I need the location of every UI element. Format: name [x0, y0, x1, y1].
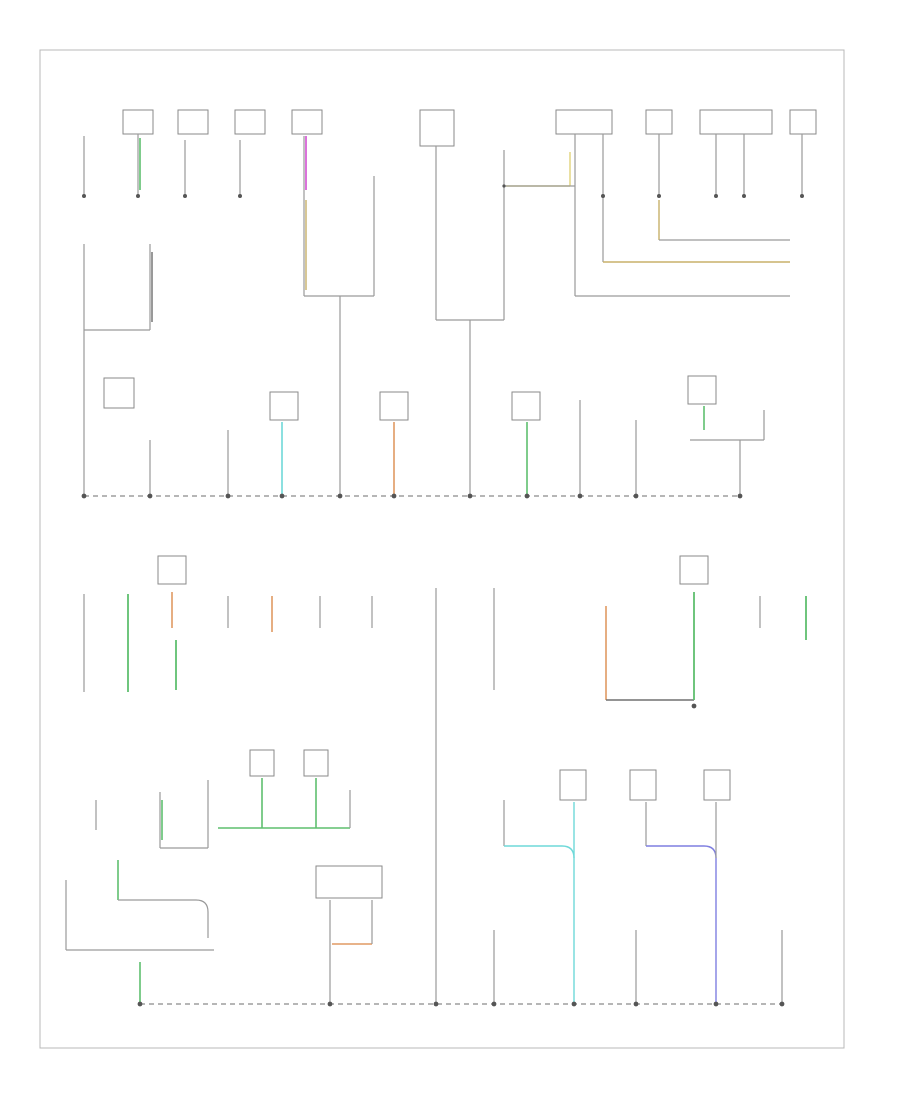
lower-middle-components: [157, 555, 709, 585]
lower-wires: [65, 778, 783, 1004]
component-box: [157, 555, 187, 585]
component-box: [629, 769, 657, 801]
component-box: [679, 555, 709, 585]
middle-components: [103, 375, 717, 421]
diagram-frame: [39, 49, 845, 1049]
component-box: [379, 391, 409, 421]
component-box: [703, 769, 731, 801]
component-box: [103, 377, 135, 409]
component-box: [177, 109, 209, 135]
component-box: [303, 749, 329, 777]
component-box: [419, 109, 455, 147]
top-wires: [82, 134, 804, 320]
lower-bus-splices: [137, 1001, 785, 1007]
component-box: [269, 391, 299, 421]
top-right-runs: [502, 184, 790, 297]
component-box: [555, 109, 613, 135]
top-components: [122, 109, 817, 147]
component-box: [687, 375, 717, 405]
component-box: [559, 769, 587, 801]
component-box: [789, 109, 817, 135]
left-upper-wires: [83, 244, 504, 496]
component-box: [699, 109, 773, 135]
upper-bus-splices: [81, 493, 743, 499]
component-box: [249, 749, 275, 777]
middle-wires: [149, 400, 765, 496]
component-box: [122, 109, 154, 135]
component-box: [291, 109, 323, 135]
component-box: [645, 109, 673, 135]
lower-components: [249, 749, 731, 899]
component-box: [511, 391, 541, 421]
component-box: [234, 109, 266, 135]
lower-middle-wires: [83, 588, 807, 1004]
component-box: [315, 865, 383, 899]
